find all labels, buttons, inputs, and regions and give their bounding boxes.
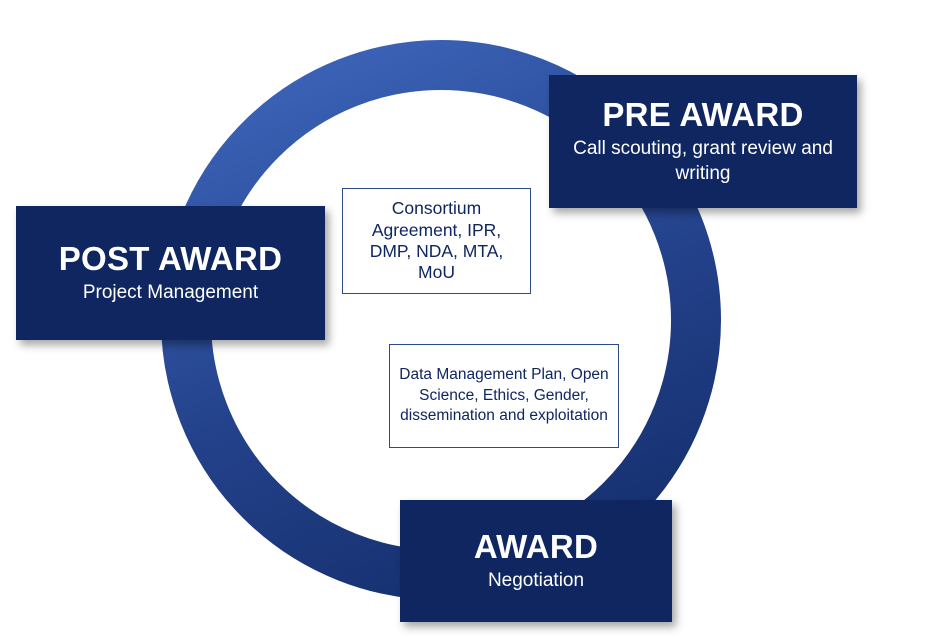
data-management-note: Data Management Plan, Open Science, Ethi… [389, 344, 619, 448]
post-award-box: POST AWARD Project Management [16, 206, 325, 340]
pre-award-box: PRE AWARD Call scouting, grant review an… [549, 75, 857, 208]
pre-award-title: PRE AWARD [602, 95, 804, 133]
award-title: AWARD [473, 527, 599, 565]
post-award-subtitle: Project Management [82, 281, 259, 303]
agreements-note: Consortium Agreement, IPR, DMP, NDA, MTA… [342, 188, 531, 294]
pre-award-subtitle: Call scouting, grant review and writing [573, 137, 833, 184]
award-subtitle: Negotiation [487, 569, 585, 591]
post-award-title: POST AWARD [58, 239, 283, 277]
award-box: AWARD Negotiation [400, 500, 672, 622]
